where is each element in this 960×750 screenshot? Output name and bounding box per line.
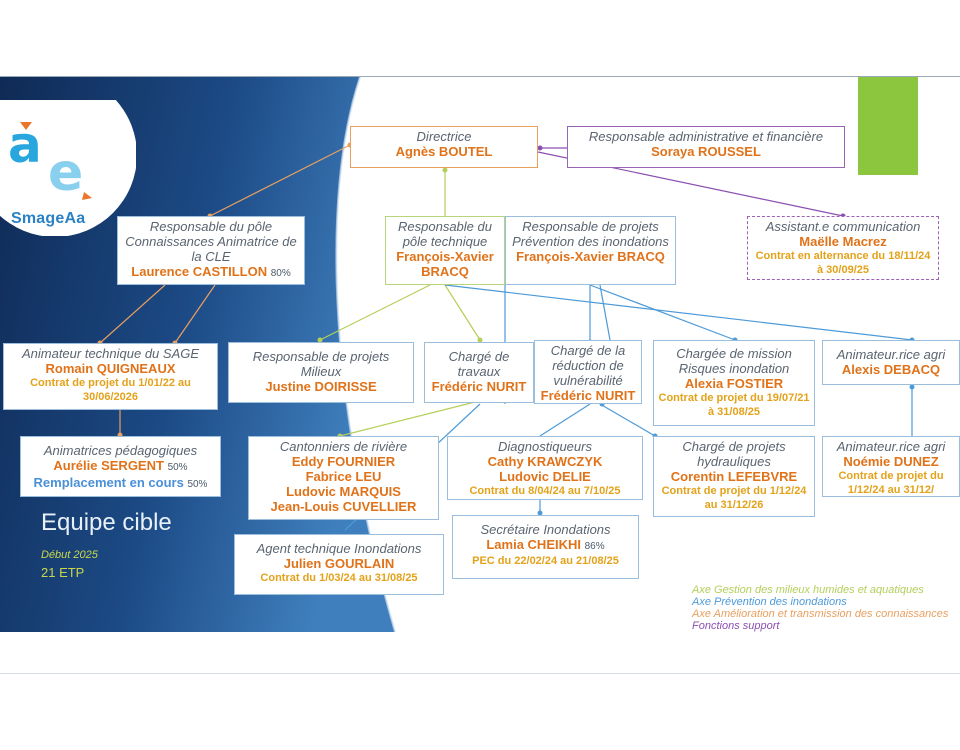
node-contract: Contrat de projet du 1/12/24 au 31/12/ — [838, 470, 944, 496]
node-contract: Contrat de projet du 1/12/24 au 31/12/26 — [661, 485, 807, 511]
team-date: Début 2025 — [41, 549, 98, 561]
logo-triangle-icon — [20, 122, 32, 130]
logo-a-glyph: a — [8, 116, 42, 174]
node-name: Agnès BOUTEL — [395, 144, 493, 159]
node-title: Animatrices pédagogiques — [43, 443, 198, 458]
node-title: Cantonniers de rivière — [279, 439, 408, 454]
node-contract: Contrat du 8/04/24 au 7/10/25 — [469, 485, 621, 497]
node-name: François-Xavier BRACQ — [516, 249, 665, 264]
node-title: Responsable du pôle Connaissances Animat… — [125, 219, 297, 264]
node-pct: 80% — [270, 268, 291, 279]
node-risques-inondation: Chargée de mission Risques inondation Al… — [653, 340, 815, 426]
node-name: Romain QUIGNEAUX — [45, 361, 176, 376]
node-name: Aurélie SERGENT — [53, 458, 164, 473]
node-contract: Contrat du 1/03/24 au 31/08/25 — [260, 572, 418, 584]
node-name: Cathy KRAWCZYK — [487, 454, 603, 469]
node-name: Fabrice LEU — [305, 469, 382, 484]
node-title: Chargée de mission Risques inondation — [676, 346, 792, 376]
node-name: Corentin LEFEBVRE — [670, 469, 798, 484]
node-title: Responsable de projets Prévention des in… — [512, 219, 669, 249]
node-milieux: Responsable de projets Milieux Justine D… — [228, 342, 414, 403]
node-name: Alexia FOSTIER — [684, 376, 784, 391]
node-communication: Assistant.e communication Maëlle Macrez … — [747, 216, 939, 280]
node-title: Secrétaire Inondations — [480, 522, 611, 537]
node-title: Chargé de travaux — [448, 349, 510, 379]
legend-item-support: Fonctions support — [692, 620, 780, 632]
node-pole-connaissances: Responsable du pôle Connaissances Animat… — [117, 216, 305, 285]
node-name: Soraya ROUSSEL — [651, 144, 761, 159]
node-title: Diagnostiqueurs — [498, 439, 592, 454]
node-pole-technique: Responsable du pôle technique François-X… — [385, 216, 505, 285]
node-name: Ludovic MARQUIS — [286, 484, 401, 499]
node-raf: Responsable administrative et financière… — [567, 126, 845, 168]
node-pct: 50% — [167, 462, 188, 473]
node-animateur-sage: Animateur technique du SAGE Romain QUIGN… — [3, 343, 218, 410]
node-prevention-inondations: Responsable de projets Prévention des in… — [505, 216, 676, 285]
node-animateur-agri-2: Animateur.rice agri Noémie DUNEZ Contrat… — [822, 436, 960, 497]
node-pct-2: 50% — [187, 479, 208, 490]
node-contract: Contrat en alternance du 18/11/24 à 30/0… — [755, 250, 931, 276]
node-name: Laurence CASTILLON — [131, 264, 268, 279]
node-contract: Contrat de projet du 19/07/21 à 31/08/25 — [658, 392, 810, 418]
node-title: Agent technique Inondations — [256, 541, 422, 556]
node-name: Eddy FOURNIER — [291, 454, 396, 469]
node-title: Responsable de projets Milieux — [252, 349, 390, 379]
node-cantonniers: Cantonniers de rivière Eddy FOURNIER Fab… — [248, 436, 439, 520]
node-name: Noémie DUNEZ — [843, 454, 939, 469]
node-name: Jean-Louis CUVELLIER — [270, 499, 417, 514]
node-name: Frédéric NURIT — [431, 379, 527, 394]
node-name: François-Xavier BRACQ — [396, 249, 494, 279]
node-title: Animateur.rice agri — [836, 439, 946, 454]
legend-item-inondations: Axe Prévention des inondations — [692, 596, 847, 608]
logo: a e — [0, 100, 136, 236]
node-title: Directrice — [416, 129, 472, 144]
node-name: Justine DOIRISSE — [265, 379, 377, 394]
node-secretaire: Secrétaire Inondations Lamia CHEIKHI 86%… — [452, 515, 639, 579]
node-animatrices-pedagogiques: Animatrices pédagogiques Aurélie SERGENT… — [20, 436, 221, 497]
node-pct: 86% — [584, 541, 605, 552]
node-contract: PEC du 22/02/24 au 21/08/25 — [472, 555, 619, 567]
node-name-2: Remplacement en cours — [33, 475, 184, 490]
node-title: Animateur technique du SAGE — [21, 346, 200, 361]
legend: Axe Gestion des milieux humides et aquat… — [692, 584, 948, 632]
node-name: Julien GOURLAIN — [283, 556, 395, 571]
node-directrice: Directrice Agnès BOUTEL — [350, 126, 538, 168]
node-name: Lamia CHEIKHI — [486, 537, 581, 552]
node-agent-technique: Agent technique Inondations Julien GOURL… — [234, 534, 444, 595]
team-title: Equipe cible — [41, 509, 172, 536]
node-title: Responsable du pôle technique — [398, 219, 492, 249]
legend-item-milieux: Axe Gestion des milieux humides et aquat… — [692, 584, 924, 596]
node-contract: Contrat de projet du 1/01/22 au 30/06/20… — [30, 377, 191, 403]
node-name: Alexis DEBACQ — [841, 362, 941, 377]
node-name: Ludovic DELIE — [499, 469, 591, 484]
node-title: Chargé de la réduction de vulnérabilité — [550, 343, 626, 388]
node-hydrauliques: Chargé de projets hydrauliques Corentin … — [653, 436, 815, 517]
node-name: Maëlle Macrez — [799, 234, 887, 249]
footer-rule — [0, 673, 960, 674]
node-travaux: Chargé de travaux Frédéric NURIT — [424, 342, 534, 403]
header-rule — [0, 76, 960, 77]
node-title: Chargé de projets hydrauliques — [682, 439, 786, 469]
logo-text: SmageAa — [11, 210, 86, 227]
legend-item-connaissances: Axe Amélioration et transmission des con… — [692, 608, 949, 620]
node-diagnostiqueurs: Diagnostiqueurs Cathy KRAWCZYK Ludovic D… — [447, 436, 643, 500]
node-animateur-agri-1: Animateur.rice agri Alexis DEBACQ — [822, 340, 960, 385]
node-title: Animateur.rice agri — [836, 347, 946, 362]
accent-bar — [858, 77, 918, 175]
node-title: Responsable administrative et financière — [588, 129, 824, 144]
logo-e-glyph: e — [48, 143, 83, 203]
node-name: Frédéric NURIT — [540, 388, 636, 403]
node-vulnerabilite: Chargé de la réduction de vulnérabilité … — [534, 340, 642, 404]
node-title: Assistant.e communication — [765, 219, 921, 234]
team-etp: 21 ETP — [41, 565, 85, 580]
